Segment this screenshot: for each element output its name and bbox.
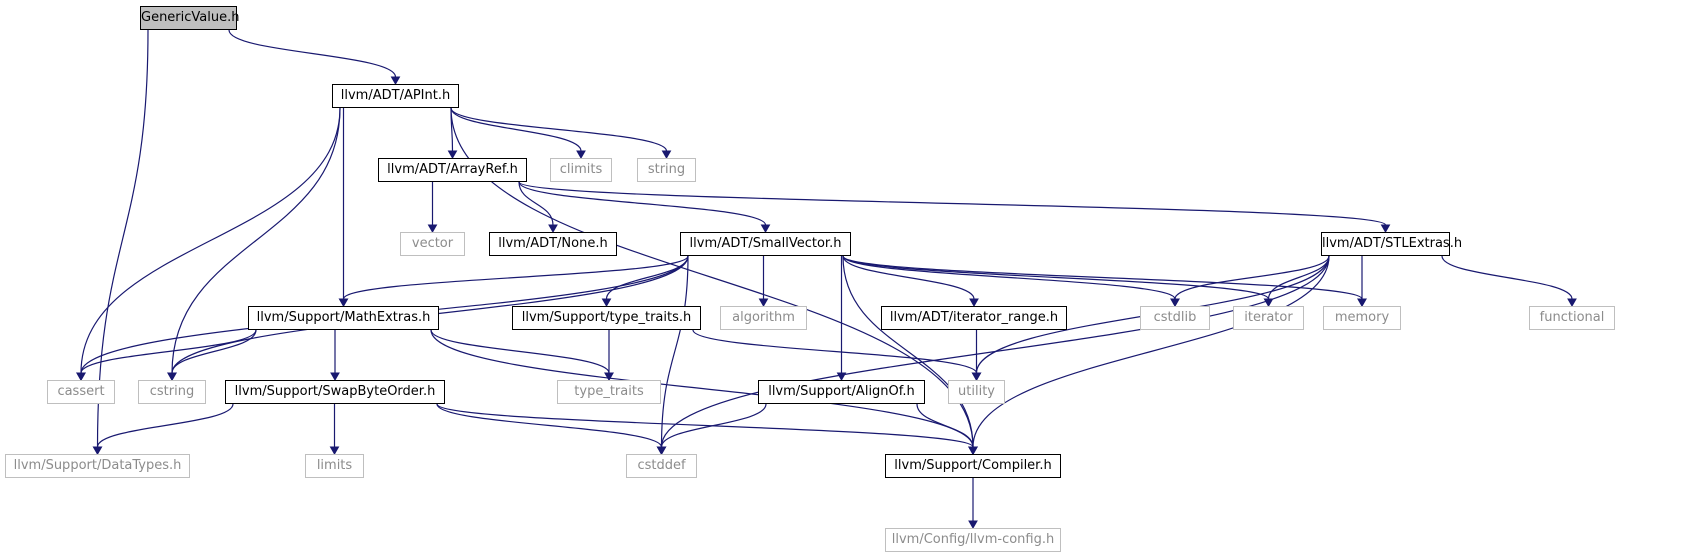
node-memory: memory [1323,306,1401,330]
edge-smallvector-to-compiler [842,255,978,456]
edge-stlextras-to-cstdlib [1170,255,1330,308]
node-utility: utility [948,380,1005,404]
edge-mathextras-to-type_traits [430,329,614,382]
edge-swapbyte-to-compiler [436,403,978,456]
edge-typetraitsh-to-type_traits [604,329,614,382]
node-algorithm: algorithm [720,306,807,330]
edge-mathextras-to-cassert [76,329,257,382]
node-smallvector[interactable]: llvm/ADT/SmallVector.h [680,232,851,256]
node-cstdlib: cstdlib [1140,306,1210,330]
node-limits: limits [305,454,364,478]
edge-apint-to-cstring [167,107,341,382]
edge-smallvector-to-iterrange [842,255,979,308]
edge-swapbyte-to-datatypes [92,403,234,456]
node-swapbyte[interactable]: llvm/Support/SwapByteOrder.h [225,380,445,404]
edge-smallvector-to-typetraitsh [601,255,689,308]
edge-mathextras-to-cstring [167,329,257,382]
edge-arrayref-to-stlextras [518,181,1391,234]
edge-smallvector-to-algorithm [758,256,769,308]
edge-apint-to-mathextras [338,108,349,308]
node-arrayref[interactable]: llvm/ADT/ArrayRef.h [378,158,527,182]
node-type_traits: type_traits [557,380,661,404]
edge-apint-to-cassert [76,107,341,382]
node-mathextras[interactable]: llvm/Support/MathExtras.h [248,306,439,330]
edge-apint-to-string [450,107,672,160]
node-functional: functional [1529,306,1615,330]
node-apint[interactable]: llvm/ADT/APInt.h [332,84,459,108]
node-none[interactable]: llvm/ADT/None.h [489,232,617,256]
edge-stlextras-to-cstddef [656,255,1330,456]
edge-swapbyte-to-limits [329,404,340,456]
edge-arrayref-to-none [518,181,558,234]
node-stlextras[interactable]: llvm/ADT/STLExtras.h [1321,232,1462,256]
edge-arrayref-to-smallvector [518,181,771,234]
node-typetraitsh[interactable]: llvm/Support/type_traits.h [512,306,701,330]
node-compiler[interactable]: llvm/Support/Compiler.h [885,454,1061,478]
node-cassert: cassert [47,380,115,404]
edge-stlextras-to-memory [1357,255,1367,308]
edge-arrayref-to-vector [427,181,438,234]
edge-compiler-to-llvmconfig [968,478,978,530]
edge-iterrange-to-utility [971,330,982,382]
node-cstddef: cstddef [626,454,697,478]
node-iterator: iterator [1233,306,1304,330]
node-cstring: cstring [138,380,206,404]
node-vector: vector [400,232,465,256]
edge-smallvector-to-memory [842,255,1367,308]
node-climits: climits [550,158,612,182]
node-generic[interactable]: GenericValue.h [140,6,239,30]
node-datatypes: llvm/Support/DataTypes.h [5,454,190,478]
edge-swapbyte-to-cstddef [436,403,667,456]
node-llvmconfig: llvm/Config/llvm-config.h [885,528,1061,552]
edge-alignof-to-cstddef [656,403,767,456]
edge-apint-to-climits [450,107,586,160]
edge-mathextras-to-swapbyte [330,330,340,382]
edge-stlextras-to-functional [1441,255,1577,308]
edge-generic-to-apint [228,29,401,86]
node-alignof[interactable]: llvm/Support/AlignOf.h [758,380,925,404]
node-iterrange[interactable]: llvm/ADT/iterator_range.h [881,306,1067,330]
edge-smallvector-to-mathextras [338,255,689,308]
edge-alignof-to-compiler [916,403,978,456]
node-string: string [637,158,696,182]
